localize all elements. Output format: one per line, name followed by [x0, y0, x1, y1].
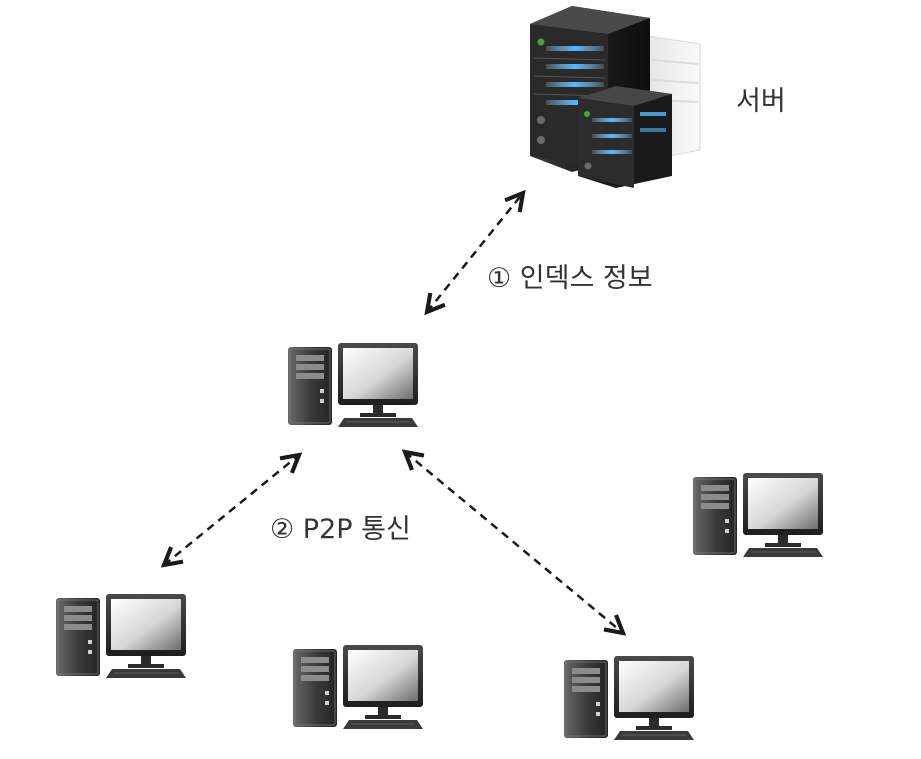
index-info-label: ① 인덱스 정보	[487, 263, 653, 294]
right-computer-icon	[692, 472, 824, 558]
center-computer-icon	[287, 342, 419, 428]
p2p-arrow-right	[405, 452, 623, 633]
arrows	[164, 193, 623, 633]
bottom-left-computer-icon	[55, 593, 187, 679]
p2p-communication-label: ② P2P 통신	[270, 514, 411, 545]
server-label: 서버	[736, 86, 786, 117]
index-info-arrow	[427, 193, 523, 312]
bottom-center-computer-icon	[292, 644, 424, 730]
server-icon	[530, 6, 701, 188]
p2p-arrow-left	[164, 455, 299, 565]
bottom-right-computer-icon	[563, 655, 695, 741]
